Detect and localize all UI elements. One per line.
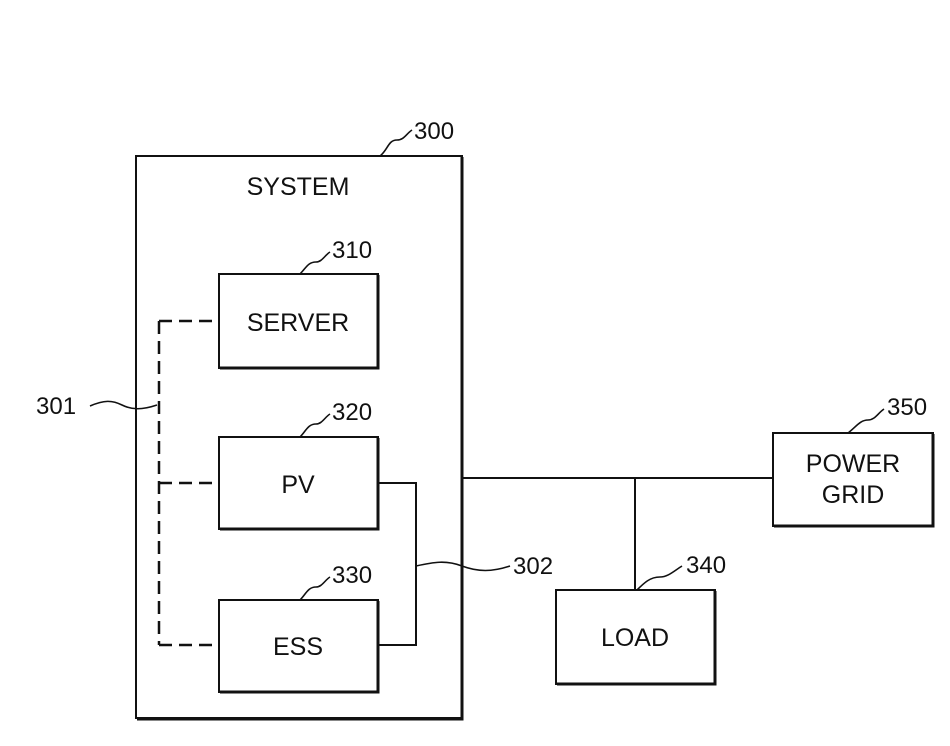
load-box: LOAD	[556, 590, 715, 684]
pv-label: PV	[281, 471, 315, 499]
power-grid-ref-number: 350	[887, 394, 927, 421]
pv-ref-number: 320	[332, 399, 372, 426]
comm-ref-number: 301	[36, 393, 76, 420]
power-grid-label-line2: GRID	[822, 481, 885, 509]
system-ref-leader	[380, 130, 412, 156]
ess-label: ESS	[273, 633, 323, 661]
load-ref-leader	[637, 566, 682, 590]
system-label: SYSTEM	[247, 173, 350, 201]
load-ref: 340	[637, 552, 726, 590]
power-grid-box: POWER GRID	[773, 433, 933, 526]
load-label: LOAD	[601, 624, 669, 652]
system-ref-number: 300	[414, 118, 454, 145]
power-ref-number: 302	[513, 553, 553, 580]
server-label: SERVER	[247, 309, 349, 337]
ess-box: ESS	[219, 600, 378, 692]
load-ref-number: 340	[686, 552, 726, 579]
power-grid-ref-leader	[848, 409, 884, 433]
main-power-bus	[462, 478, 773, 590]
power-grid-ref: 350	[848, 394, 927, 433]
server-box: SERVER	[219, 274, 378, 368]
system-ref: 300	[380, 118, 454, 156]
power-grid-label-line1: POWER	[806, 450, 900, 478]
ess-ref-number: 330	[332, 562, 372, 589]
pv-box: PV	[219, 437, 378, 529]
server-ref-number: 310	[332, 237, 372, 264]
